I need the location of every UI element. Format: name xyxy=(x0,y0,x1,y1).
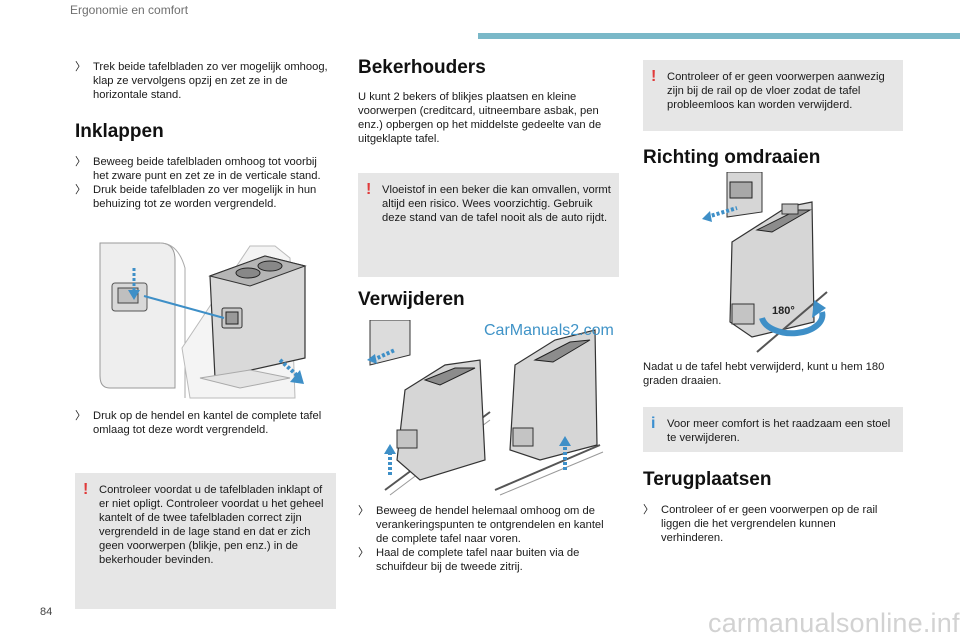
heading-richting-omdraaien: Richting omdraaien xyxy=(643,147,820,169)
list-item-text: Beweeg de hendel helemaal omhoog om de v… xyxy=(376,505,604,545)
bullet-arrow-icon: 〉 xyxy=(75,184,86,196)
section-heading: Terugplaatsen xyxy=(643,469,772,490)
heading-inklappen: Inklappen xyxy=(75,121,164,143)
page-number: 84 xyxy=(40,606,53,618)
section-heading: Richting omdraaien xyxy=(643,147,821,168)
heading-verwijderen: Verwijderen xyxy=(358,289,465,311)
bullet-arrow-icon: 〉 xyxy=(75,61,86,73)
section-heading: Verwijderen xyxy=(358,289,465,310)
warning-text: Controleer of er geen voorwerpen aanwezi… xyxy=(667,71,885,111)
list-item: 〉 Druk op de hendel en kantel de complete… xyxy=(75,409,333,437)
list-item: 〉 Beweeg beide tafelbladen omhoog tot voo… xyxy=(75,155,333,183)
rotation-label: 180° xyxy=(772,305,795,317)
exclamation-icon: ! xyxy=(83,481,89,498)
table-rotate-illustration: 180° xyxy=(702,172,832,354)
bullet-arrow-icon: 〉 xyxy=(75,156,86,168)
section-accent-bar xyxy=(478,33,960,39)
column-1: 〉 Trek beide tafelbladen zo ver mogelijk … xyxy=(75,60,333,102)
paragraph: U kunt 2 bekers of blikjes plaatsen en k… xyxy=(358,91,602,145)
list-item-text: Trek beide tafelbladen zo ver mogelijk o… xyxy=(93,61,328,101)
list-item: 〉 Druk beide tafelbladen zo ver mogelijk … xyxy=(75,183,333,211)
table-removal-illustration xyxy=(365,320,610,498)
verwijderen-list: 〉 Beweeg de hendel helemaal omhoog om de … xyxy=(358,504,616,574)
watermark-carmanuals: CarManuals2.com xyxy=(484,322,614,339)
bekerhouders-text: U kunt 2 bekers of blikjes plaatsen en k… xyxy=(358,90,616,146)
exclamation-icon: ! xyxy=(651,68,657,85)
list-item: 〉 Controleer of er geen voorwerpen op de … xyxy=(643,503,901,545)
list-item-text: Controleer of er geen voorwerpen op de r… xyxy=(661,504,878,544)
footer-watermark: carmanualsonline.info xyxy=(708,608,960,638)
warning-box: ! Controleer voordat u de tafelbladen in… xyxy=(75,473,336,609)
list-item-text: Beweeg beide tafelbladen omhoog tot voor… xyxy=(93,156,321,182)
section-title: Ergonomie en comfort xyxy=(70,3,189,17)
exclamation-icon: ! xyxy=(366,181,372,198)
info-box: i Voor meer comfort is het raadzaam een … xyxy=(643,407,903,452)
warning-text: Controleer voordat u de tafelbladen inkl… xyxy=(99,484,324,566)
section-heading: Bekerhouders xyxy=(358,57,486,78)
paragraph: Nadat u de tafel hebt verwijderd, kunt u… xyxy=(643,361,885,387)
list-item-text: Druk beide tafelbladen zo ver mogelijk i… xyxy=(93,184,317,210)
list-item: 〉 Trek beide tafelbladen zo ver mogelijk … xyxy=(75,60,333,102)
table-fold-illustration xyxy=(90,238,315,400)
terugplaatsen-list: 〉 Controleer of er geen voorwerpen op de … xyxy=(643,503,901,545)
bullet-arrow-icon: 〉 xyxy=(643,504,654,516)
richting-text: Nadat u de tafel hebt verwijderd, kunt u… xyxy=(643,360,901,388)
bullet-arrow-icon: 〉 xyxy=(358,505,369,517)
info-icon: i xyxy=(651,415,656,432)
bullet-arrow-icon: 〉 xyxy=(358,547,369,559)
warning-box: ! Controleer of er geen voorwerpen aanwe… xyxy=(643,60,903,131)
kantel-list: 〉 Druk op de hendel en kantel de complete… xyxy=(75,409,333,437)
info-text: Voor meer comfort is het raadzaam een st… xyxy=(667,418,891,444)
warning-text: Vloeistof in een beker die kan omvallen,… xyxy=(382,184,611,224)
warning-box: ! Vloeistof in een beker die kan omvalle… xyxy=(358,173,619,277)
section-heading: Inklappen xyxy=(75,121,164,142)
list-item-text: Druk op de hendel en kantel de complete … xyxy=(93,410,322,436)
list-item-text: Haal de complete tafel naar buiten via d… xyxy=(376,547,580,573)
list-item: 〉 Haal de complete tafel naar buiten via … xyxy=(358,546,616,574)
list-item: 〉 Beweeg de hendel helemaal omhoog om de … xyxy=(358,504,616,546)
inklappen-list: 〉 Beweeg beide tafelbladen omhoog tot voo… xyxy=(75,155,333,211)
heading-terugplaatsen: Terugplaatsen xyxy=(643,469,771,491)
bullet-arrow-icon: 〉 xyxy=(75,410,86,422)
heading-bekerhouders: Bekerhouders xyxy=(358,57,486,79)
